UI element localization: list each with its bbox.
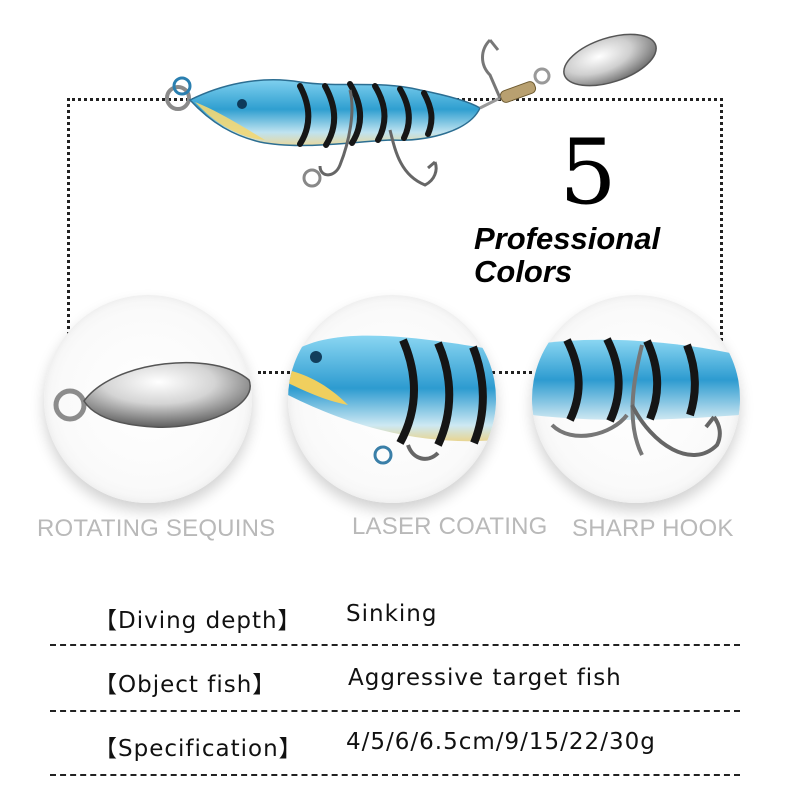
feature-caption-sharp-hook: SHARP HOOK <box>572 515 734 542</box>
headline-line-2: Colors <box>474 254 573 289</box>
laser-coated-body-closeup-icon <box>288 335 496 465</box>
spec-value-object-fish: Aggressive target fish <box>348 665 622 691</box>
headline-line-1: Professional <box>474 221 661 256</box>
spec-divider <box>50 644 740 646</box>
headline-text: Professional Colors <box>474 222 660 288</box>
dotted-frame-segment <box>258 371 290 374</box>
spec-value-specification: 4/5/6/6.5cm/9/15/22/30g <box>346 729 656 755</box>
shrimp-lure-image <box>165 33 657 188</box>
spec-divider <box>50 710 740 712</box>
spec-label-specification: 【Specification】 <box>94 736 303 762</box>
laser-coating-circle <box>288 295 496 503</box>
spec-label-object-fish: 【Object fish】 <box>94 672 277 698</box>
spec-label-diving-depth: 【Diving depth】 <box>94 608 302 634</box>
spec-value-diving-depth: Sinking <box>346 601 438 627</box>
spinner-blade-closeup-icon <box>53 361 251 428</box>
rotating-sequins-circle <box>44 295 252 503</box>
feature-caption-laser-coating: LASER COATING <box>352 513 548 540</box>
feature-caption-rotating-sequins: ROTATING SEQUINS <box>37 515 276 542</box>
treble-hook-closeup-icon <box>532 337 740 457</box>
sharp-hook-circle <box>532 295 740 503</box>
dotted-frame-segment <box>492 371 532 374</box>
color-count-number: 5 <box>559 120 617 225</box>
spec-divider <box>50 774 740 776</box>
